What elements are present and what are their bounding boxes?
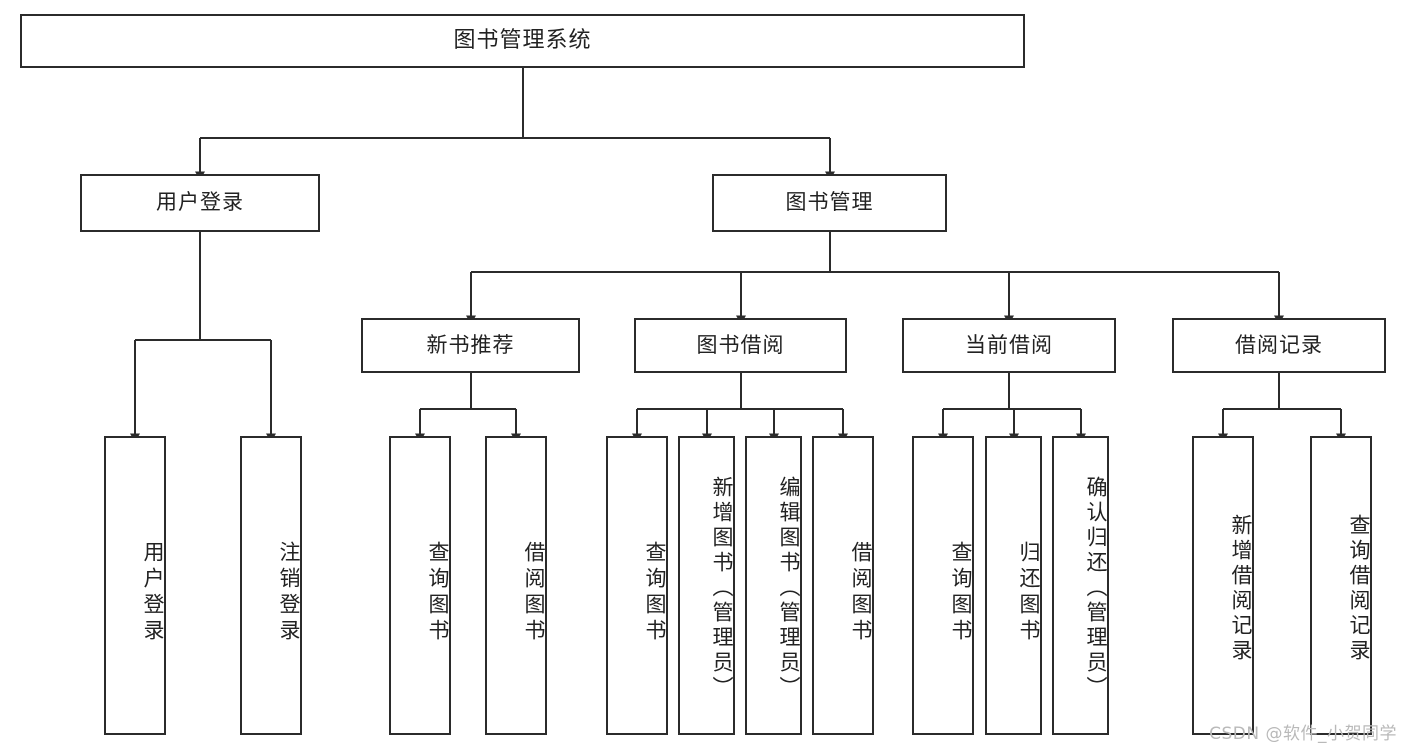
node-label: 图书管理系统 bbox=[453, 27, 592, 53]
node-bookmgmt[interactable]: 图书管理 bbox=[712, 174, 947, 232]
watermark: CSDN @软件_小贺同学 bbox=[1209, 724, 1397, 744]
node-label: 用户登录 bbox=[156, 190, 244, 215]
node-leaf-3[interactable]: 查询图书 bbox=[389, 436, 451, 735]
node-root[interactable]: 图书管理系统 bbox=[20, 14, 1025, 68]
node-label: 图书管理 bbox=[785, 190, 874, 215]
node-label: 新增借阅记录 bbox=[1229, 513, 1253, 664]
node-label: 新增图书（管理员） bbox=[710, 476, 734, 701]
node-leaf-7[interactable]: 编辑图书（管理员） bbox=[745, 436, 802, 735]
node-label: 查询图书 bbox=[426, 540, 450, 645]
node-label: 借阅图书 bbox=[849, 540, 873, 645]
node-leaf-4[interactable]: 借阅图书 bbox=[485, 436, 547, 735]
node-label: 借阅图书 bbox=[522, 540, 546, 645]
node-login[interactable]: 用户登录 bbox=[80, 174, 320, 232]
node-label: 查询借阅记录 bbox=[1347, 513, 1371, 664]
node-label: 确认归还（管理员） bbox=[1084, 476, 1108, 701]
node-leaf-10[interactable]: 归还图书 bbox=[985, 436, 1042, 735]
node-leaf-2[interactable]: 注销登录 bbox=[240, 436, 302, 735]
node-newbook[interactable]: 新书推荐 bbox=[361, 318, 580, 373]
node-label: 注销登录 bbox=[277, 540, 301, 645]
node-borrow[interactable]: 图书借阅 bbox=[634, 318, 847, 373]
node-leaf-1[interactable]: 用户登录 bbox=[104, 436, 166, 735]
node-label: 查询图书 bbox=[949, 540, 973, 645]
node-leaf-11[interactable]: 确认归还（管理员） bbox=[1052, 436, 1109, 735]
node-leaf-6[interactable]: 新增图书（管理员） bbox=[678, 436, 735, 735]
node-leaf-13[interactable]: 查询借阅记录 bbox=[1310, 436, 1372, 735]
node-label: 图书借阅 bbox=[696, 332, 785, 357]
node-leaf-12[interactable]: 新增借阅记录 bbox=[1192, 436, 1254, 735]
node-label: 新书推荐 bbox=[426, 332, 515, 357]
node-label: 编辑图书（管理员） bbox=[777, 476, 801, 701]
node-label: 查询图书 bbox=[643, 540, 667, 645]
node-current[interactable]: 当前借阅 bbox=[902, 318, 1116, 373]
node-label: 当前借阅 bbox=[965, 332, 1053, 357]
node-leaf-9[interactable]: 查询图书 bbox=[912, 436, 974, 735]
node-label: 用户登录 bbox=[141, 540, 165, 645]
node-records[interactable]: 借阅记录 bbox=[1172, 318, 1386, 373]
node-label: 借阅记录 bbox=[1235, 332, 1323, 357]
node-label: 归还图书 bbox=[1017, 540, 1041, 645]
node-leaf-5[interactable]: 查询图书 bbox=[606, 436, 668, 735]
node-leaf-8[interactable]: 借阅图书 bbox=[812, 436, 874, 735]
